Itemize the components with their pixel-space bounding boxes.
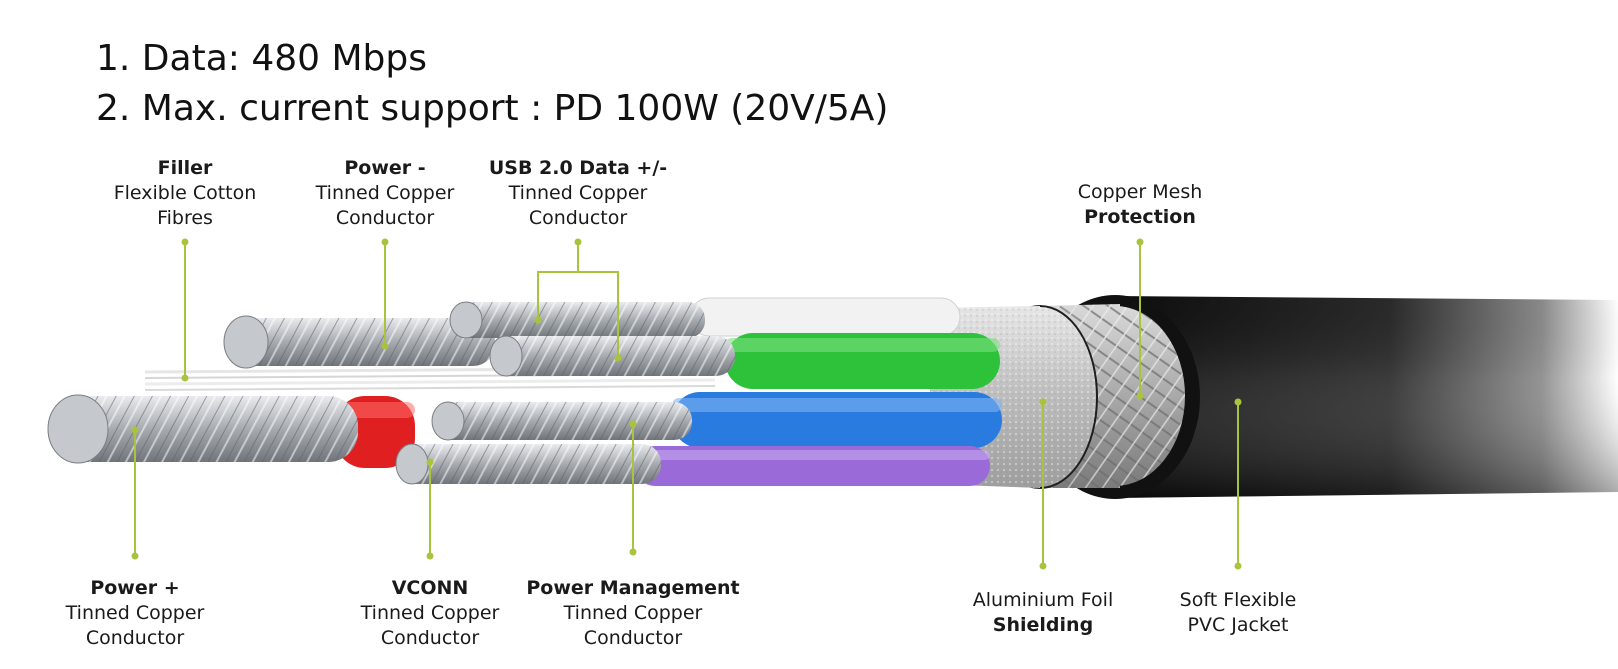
leader-lines bbox=[134, 242, 1239, 566]
foil-title: Shielding bbox=[992, 614, 1094, 636]
power-plus-line1: Tinned Copper bbox=[65, 602, 205, 624]
max-current-headline: 2. Max. current support : PD 100W (20V/5… bbox=[96, 88, 889, 129]
usb-data-line1: Tinned Copper bbox=[508, 182, 648, 204]
power-minus-line1: Tinned Copper bbox=[315, 182, 455, 204]
insulated-wires bbox=[335, 297, 1002, 486]
copper-mesh-line1: Copper Mesh bbox=[1077, 181, 1203, 203]
vconn-title: VCONN bbox=[391, 577, 469, 599]
foil-label: Aluminium Foil Shielding bbox=[973, 588, 1113, 638]
data-rate-headline: 1. Data: 480 Mbps bbox=[96, 38, 427, 79]
power-minus-label: Power - Tinned Copper Conductor bbox=[316, 156, 455, 231]
leader-dots bbox=[131, 238, 1242, 570]
power-management-line1: Tinned Copper bbox=[563, 602, 703, 624]
power-management-line2: Conductor bbox=[583, 627, 683, 649]
vconn-line1: Tinned Copper bbox=[360, 602, 500, 624]
usb-data-line2: Conductor bbox=[528, 207, 628, 229]
power-management-title: Power Management bbox=[526, 577, 740, 599]
vconn-label: VCONN Tinned Copper Conductor bbox=[361, 576, 500, 651]
filler-title: Filler bbox=[157, 157, 213, 179]
jacket-line2: PVC Jacket bbox=[1187, 614, 1289, 636]
power-plus-title: Power + bbox=[90, 577, 180, 599]
power-minus-title: Power - bbox=[344, 157, 426, 179]
power-minus-line2: Conductor bbox=[335, 207, 435, 229]
filler-line1: Flexible Cotton bbox=[113, 182, 257, 204]
usb-data-label: USB 2.0 Data +/- Tinned Copper Conductor bbox=[489, 156, 667, 231]
filler-label: Filler Flexible Cotton Fibres bbox=[114, 156, 257, 231]
power-management-label: Power Management Tinned Copper Conductor bbox=[526, 576, 739, 651]
copper-mesh-label: Copper Mesh Protection bbox=[1078, 180, 1203, 230]
power-plus-label: Power + Tinned Copper Conductor bbox=[66, 576, 205, 651]
vconn-line2: Conductor bbox=[380, 627, 480, 649]
copper-mesh-title: Protection bbox=[1084, 206, 1196, 228]
jacket-label: Soft Flexible PVC Jacket bbox=[1180, 588, 1297, 638]
power-plus-line2: Conductor bbox=[85, 627, 185, 649]
jacket-line1: Soft Flexible bbox=[1179, 589, 1297, 611]
copper-strands bbox=[47, 301, 735, 485]
foil-line1: Aluminium Foil bbox=[972, 589, 1114, 611]
usb-data-title: USB 2.0 Data +/- bbox=[488, 157, 668, 179]
filler-line2: Fibres bbox=[157, 207, 213, 229]
